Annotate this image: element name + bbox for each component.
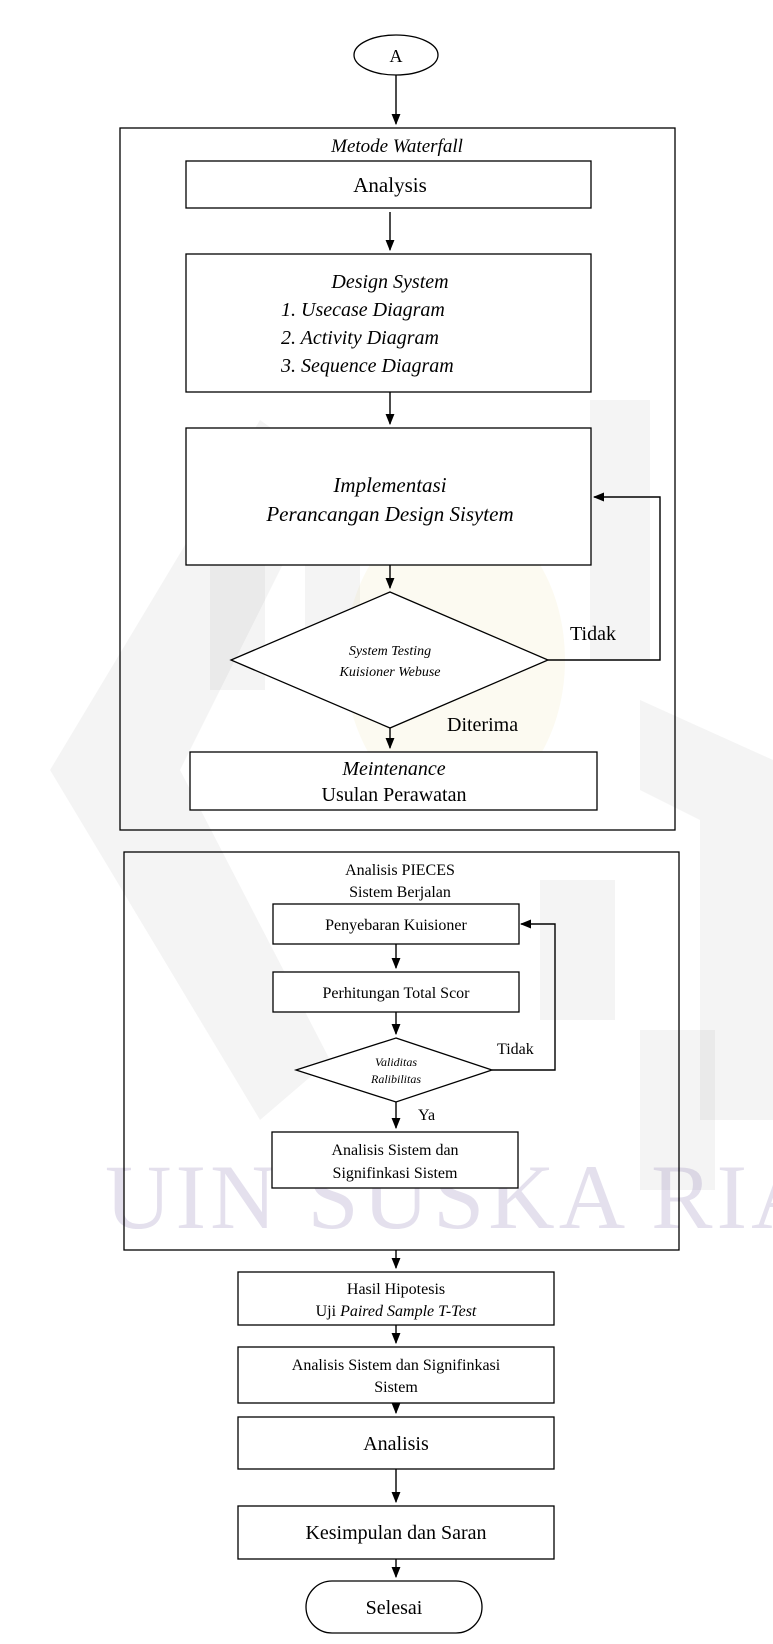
design-system-box: [185, 253, 592, 393]
waterfall-frame: [119, 127, 676, 831]
analisis-box: [237, 1416, 555, 1470]
implementation-line2: Perancangan Design Sisytem: [265, 502, 513, 526]
analysis-label: Analysis: [353, 173, 427, 197]
testing-yes-label: Diterima: [447, 714, 518, 736]
kuisioner-label: Penyebaran Kuisioner: [325, 917, 467, 934]
design-item-1: 1. Usecase Diagram: [281, 299, 445, 321]
analysis-box: [185, 160, 592, 209]
maintenance-line2: Usulan Perawatan: [322, 784, 467, 806]
validity-no-label: Tidak: [497, 1041, 534, 1058]
maintenance-box: [189, 751, 598, 811]
hypothesis-line2-italic: Paired Sample T-Test: [339, 1303, 477, 1320]
end-terminator: [305, 1580, 483, 1634]
waterfall-title: Metode Waterfall: [330, 136, 463, 157]
pieces-frame: [123, 851, 680, 1251]
pieces-result-box: [271, 1131, 519, 1189]
system-testing-line1: System Testing: [349, 644, 431, 659]
arrow-validity-no-loop: [492, 919, 556, 1071]
maintenance-line1: Meintenance: [341, 758, 445, 780]
analysis-signif-line1: Analisis Sistem dan Signifinkasi: [292, 1357, 501, 1374]
conclusion-label: Kesimpulan dan Saran: [305, 1522, 486, 1544]
system-testing-line2: Kuisioner Webuse: [339, 665, 441, 680]
arrow-testing-no-loop: [548, 492, 661, 661]
end-label: Selesai: [366, 1597, 423, 1619]
validity-line1: Validitas: [375, 1055, 417, 1069]
hypothesis-box: [237, 1271, 555, 1326]
validity-yes-label: Ya: [418, 1107, 435, 1124]
start-connector-label: A: [390, 46, 403, 66]
hypothesis-line2-plain: Uji: [316, 1303, 340, 1320]
implementation-line1: Implementasi: [332, 473, 446, 497]
validity-decision: [293, 1037, 495, 1103]
design-item-3: 3. Sequence Diagram: [280, 355, 454, 377]
design-item-2: 2. Activity Diagram: [281, 327, 439, 349]
pieces-title-line1: Analisis PIECES: [345, 862, 455, 879]
testing-no-label: Tidak: [570, 623, 616, 645]
analysis-signif-box: [237, 1346, 555, 1404]
score-label: Perhitungan Total Scor: [322, 985, 470, 1002]
analisis-label: Analisis: [363, 1433, 429, 1455]
pieces-result-line2: Signifinkasi Sistem: [333, 1165, 458, 1182]
hypothesis-line2: Uji Paired Sample T-Test: [316, 1303, 477, 1320]
conclusion-box: [237, 1505, 555, 1560]
implementation-box: [185, 427, 592, 566]
kuisioner-box: [272, 903, 520, 945]
pieces-result-line1: Analisis Sistem dan: [331, 1142, 458, 1159]
analysis-signif-line2: Sistem: [374, 1379, 418, 1396]
score-box: [272, 971, 520, 1013]
validity-line2: Ralibilitas: [370, 1072, 421, 1086]
pieces-title-line2: Sistem Berjalan: [349, 884, 451, 901]
hypothesis-line1: Hasil Hipotesis: [347, 1281, 445, 1298]
design-system-title: Design System: [330, 271, 448, 293]
